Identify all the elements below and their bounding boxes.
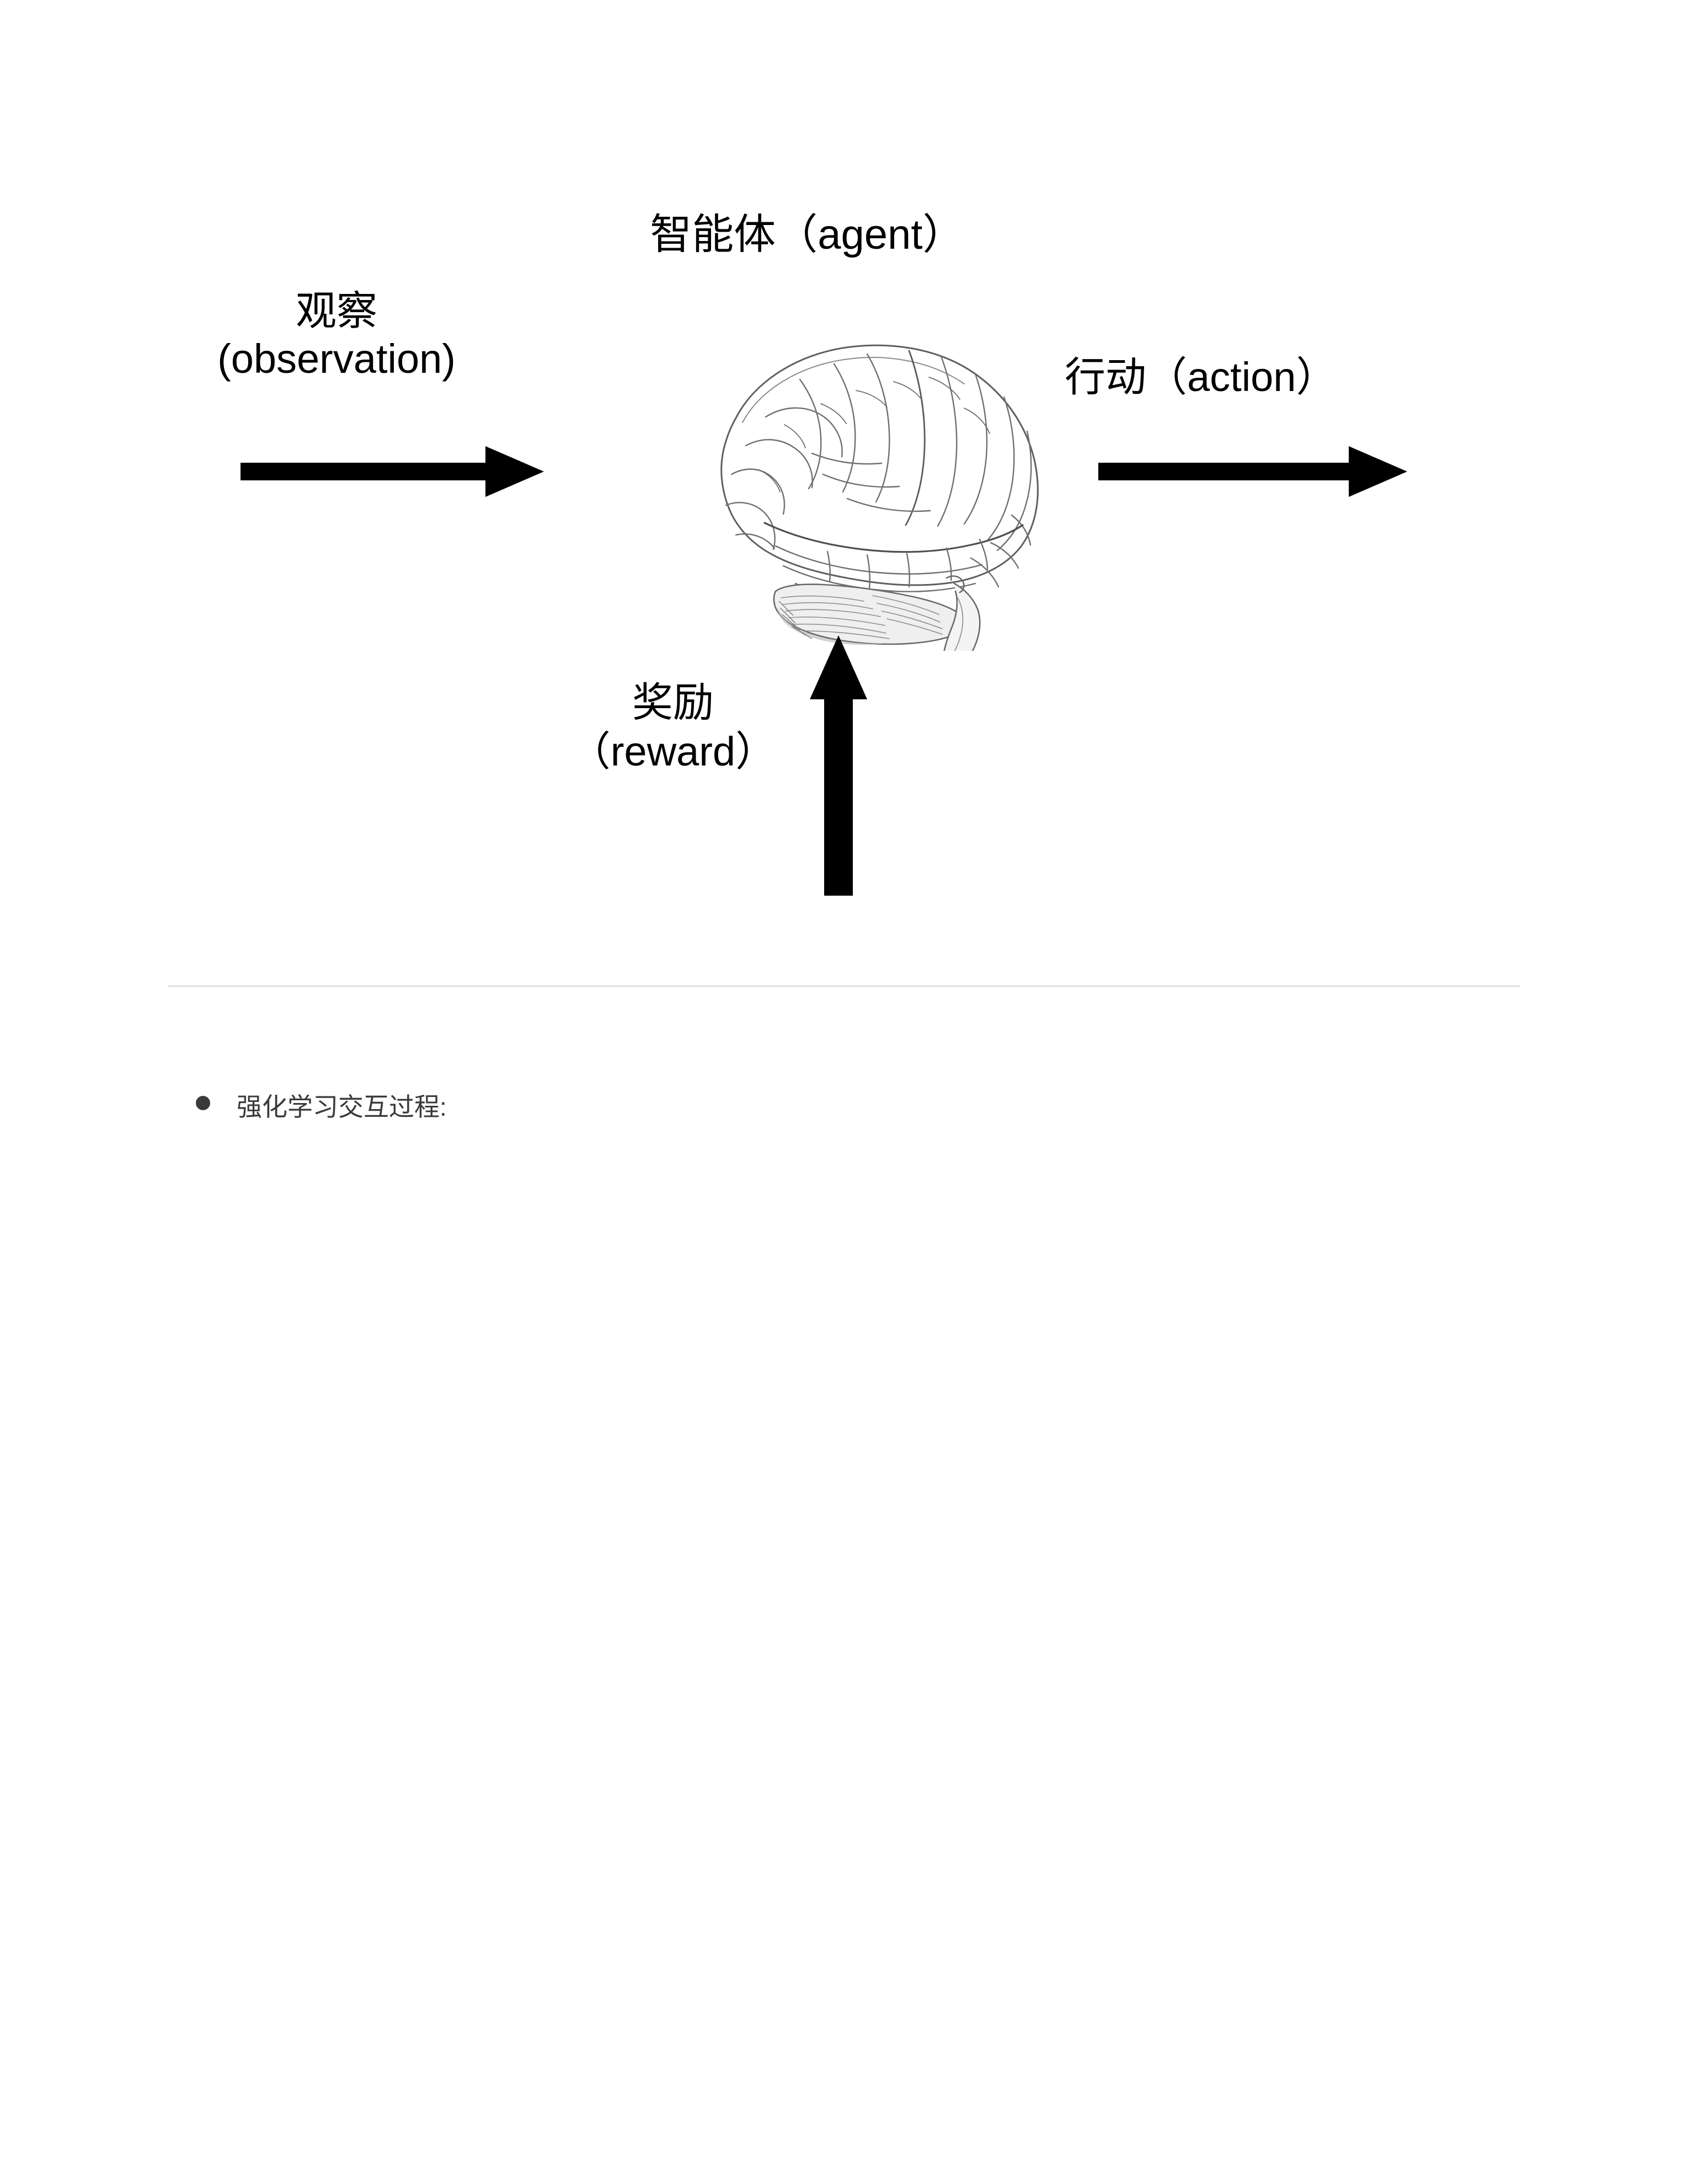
section-divider — [168, 985, 1520, 987]
brain-sketch-icon — [720, 344, 1039, 670]
notes-list: 强化学习交互过程: — [196, 1089, 1520, 1125]
action-arrow-icon — [1098, 446, 1407, 497]
agent-title-text: 智能体（agent） — [650, 211, 965, 258]
list-item-label: 强化学习交互过程: — [237, 1093, 447, 1121]
reward-arrow-icon — [810, 635, 867, 896]
brain-illustration — [618, 309, 1059, 670]
observation-label: 观察 (observation) — [127, 287, 546, 383]
list-item: 强化学习交互过程: — [196, 1089, 1520, 1125]
rl-loop-diagram: 智能体（agent） 观察 (observation) 行动（action） 奖… — [0, 0, 1688, 938]
observation-arrow-icon — [241, 446, 544, 497]
observation-label-cn: 观察 — [296, 288, 377, 334]
reward-label: 奖励 （reward） — [530, 678, 816, 777]
bullet-dot-icon — [196, 1096, 210, 1110]
action-label: 行动（action） — [1065, 354, 1337, 400]
reward-label-cn: 奖励 — [632, 679, 714, 725]
reward-label-en: （reward） — [569, 728, 777, 774]
observation-label-en: (observation) — [217, 336, 456, 382]
agent-title: 智能体（agent） — [0, 165, 1688, 304]
